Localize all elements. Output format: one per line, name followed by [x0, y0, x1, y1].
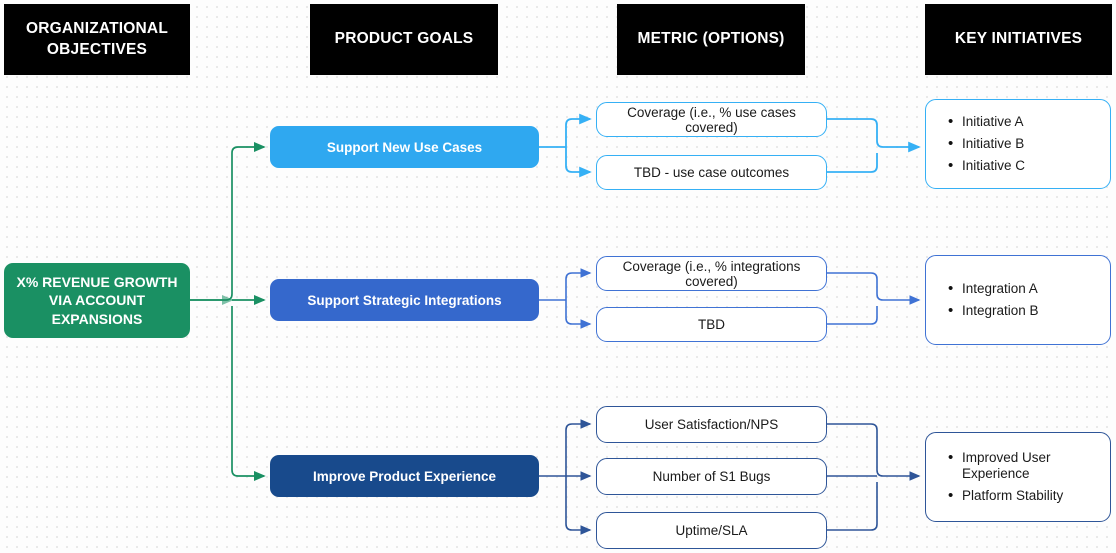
- metric-label: Coverage (i.e., % integrations covered): [622, 258, 801, 289]
- metric-box-coverage-integrations[interactable]: Coverage (i.e., % integrations covered): [596, 256, 827, 291]
- initiatives-list: Improved User Experience Platform Stabil…: [948, 444, 1100, 511]
- header-line-1: ORGANIZATIONAL: [26, 19, 168, 37]
- objective-line-1: X% REVENUE GROWTH: [16, 273, 178, 290]
- initiatives-box-row3[interactable]: Improved User Experience Platform Stabil…: [925, 432, 1111, 522]
- list-item: Initiative C: [948, 157, 1100, 175]
- goal-label: Improve Product Experience: [312, 468, 497, 484]
- metric-label: TBD - use case outcomes: [633, 165, 790, 180]
- goal-label: Support Strategic Integrations: [307, 292, 502, 308]
- initiatives-box-row1[interactable]: Initiative A Initiative B Initiative C: [925, 99, 1111, 189]
- list-item: Improved User Experience: [948, 449, 1100, 482]
- objective-box-revenue-growth[interactable]: X% REVENUE GROWTH VIA ACCOUNT EXPANSIONS: [4, 263, 190, 338]
- header-metric-options: METRIC (OPTIONS): [617, 4, 805, 75]
- header-label: PRODUCT GOALS: [334, 30, 474, 48]
- metric-box-user-satisfaction-nps[interactable]: User Satisfaction/NPS: [596, 406, 827, 443]
- metric-box-number-of-s1-bugs[interactable]: Number of S1 Bugs: [596, 458, 827, 495]
- goal-box-support-new-use-cases[interactable]: Support New Use Cases: [270, 126, 539, 168]
- initiatives-list: Initiative A Initiative B Initiative C: [948, 108, 1100, 181]
- header-label: KEY INITIATIVES: [954, 30, 1083, 48]
- metric-label: User Satisfaction/NPS: [644, 417, 779, 432]
- metric-box-coverage-use-cases[interactable]: Coverage (i.e., % use cases covered): [596, 102, 827, 137]
- header-line-2: OBJECTIVES: [46, 40, 148, 58]
- list-item: Initiative A: [948, 113, 1100, 131]
- list-item: Integration A: [948, 280, 1100, 298]
- objective-line-3: EXPANSIONS: [51, 310, 143, 327]
- objective-line-2: VIA ACCOUNT: [48, 292, 146, 309]
- metric-box-tbd-use-case-outcomes[interactable]: TBD - use case outcomes: [596, 155, 827, 190]
- list-item: Initiative B: [948, 135, 1100, 153]
- header-key-initiatives: KEY INITIATIVES: [925, 4, 1112, 75]
- goal-box-improve-product-experience[interactable]: Improve Product Experience: [270, 455, 539, 497]
- metric-label: Number of S1 Bugs: [652, 469, 771, 484]
- list-item: Integration B: [948, 302, 1100, 320]
- metric-label: TBD: [698, 317, 725, 332]
- objective-to-goals-connectors: [190, 141, 266, 482]
- initiatives-list: Integration A Integration B: [948, 275, 1100, 325]
- metric-label: Coverage (i.e., % use cases covered): [627, 104, 796, 135]
- metric-box-uptime-sla[interactable]: Uptime/SLA: [596, 512, 827, 549]
- header-product-goals: PRODUCT GOALS: [310, 4, 498, 75]
- goal-box-support-strategic-integrations[interactable]: Support Strategic Integrations: [270, 279, 539, 321]
- header-label: METRIC (OPTIONS): [637, 30, 785, 48]
- goal-label: Support New Use Cases: [326, 139, 483, 155]
- metric-box-tbd[interactable]: TBD: [596, 307, 827, 342]
- initiatives-box-row2[interactable]: Integration A Integration B: [925, 255, 1111, 345]
- metric-label: Uptime/SLA: [675, 523, 748, 538]
- header-organizational-objectives: ORGANIZATIONAL OBJECTIVES: [4, 4, 190, 75]
- list-item: Platform Stability: [948, 487, 1100, 505]
